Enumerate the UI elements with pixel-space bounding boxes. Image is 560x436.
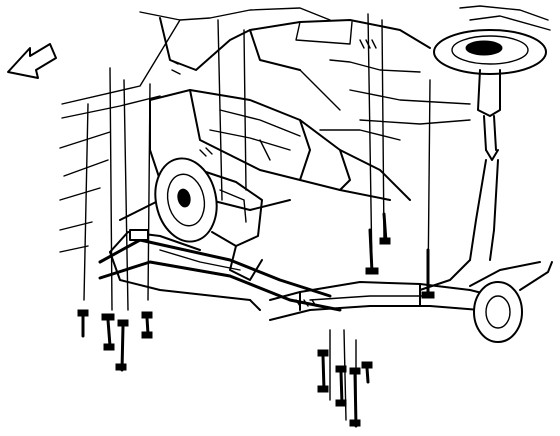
front-left-bolts — [77, 309, 153, 372]
brake-rotor — [154, 157, 263, 281]
bolt — [77, 309, 89, 338]
bolt — [421, 248, 435, 299]
bolt — [335, 365, 347, 407]
bolt — [365, 228, 379, 275]
arrow-front-icon — [7, 43, 57, 79]
vehicle-body-outline — [59, 5, 551, 253]
bolt — [361, 361, 373, 384]
strut-assembly — [419, 29, 547, 291]
bolt — [141, 311, 153, 339]
subframe-bracket — [109, 229, 261, 311]
bolt — [379, 212, 391, 245]
bolt — [349, 367, 361, 428]
center-bolts — [317, 349, 373, 428]
rear-right-bolts — [365, 212, 435, 299]
detail-hatching — [169, 39, 377, 307]
bolt — [317, 349, 329, 393]
fastener-guide-lines — [83, 13, 431, 421]
bolt — [115, 319, 129, 372]
bolt — [101, 313, 115, 351]
